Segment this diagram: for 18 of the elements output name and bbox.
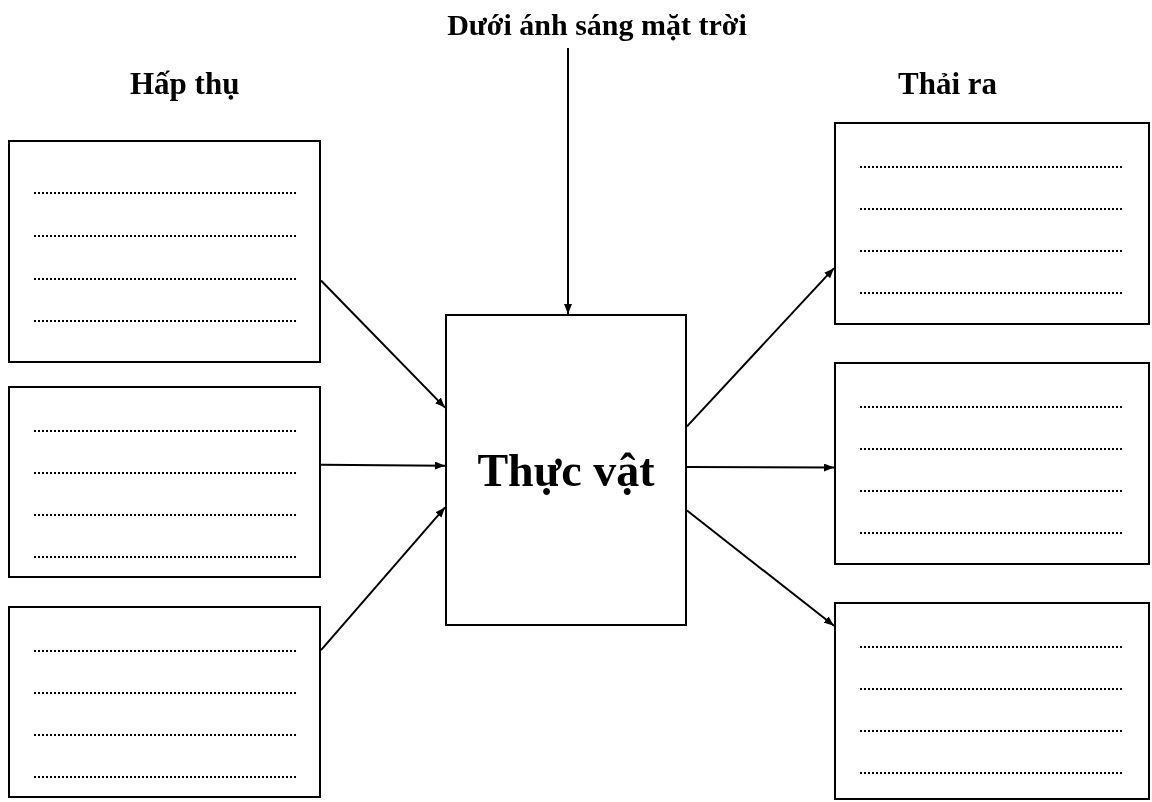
arrow (320, 506, 446, 652)
arrow (686, 463, 835, 472)
arrow (686, 509, 835, 627)
process-box (445, 314, 687, 626)
arrow (686, 267, 835, 428)
answer-box (834, 122, 1150, 325)
answer-box (8, 386, 321, 578)
answer-box (8, 606, 321, 798)
answer-box (834, 362, 1150, 565)
box-title: Thực vật (477, 443, 655, 497)
arrow (564, 47, 572, 315)
column-heading: Thải ra (898, 66, 998, 102)
arrow (320, 461, 446, 470)
arrow (320, 279, 446, 409)
answer-box (8, 140, 321, 363)
column-heading: Hấp thụ (130, 66, 240, 102)
sunlight-label: Dưới ánh sáng mặt trời (380, 8, 814, 48)
answer-box (834, 602, 1150, 800)
